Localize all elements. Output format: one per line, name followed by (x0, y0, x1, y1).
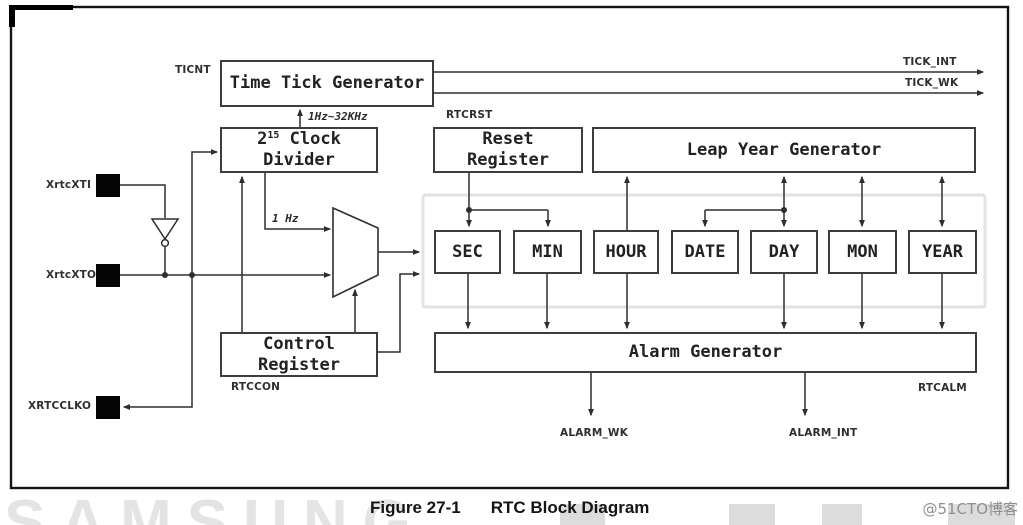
box-label: Divider (263, 150, 335, 170)
box-label: 215 Clock (257, 129, 341, 149)
brand-watermark: SAMSUNG (4, 488, 426, 525)
connector-wires (120, 68, 985, 417)
watermark-fragment (729, 504, 775, 525)
box-label: Alarm Generator (628, 342, 783, 362)
one-hz-label: 1 Hz (272, 212, 299, 225)
mux-shape (332, 206, 379, 299)
figure-number: Figure 27-1 (370, 498, 461, 517)
frame-corner-mark (9, 5, 15, 27)
box-label: Time Tick Generator (229, 73, 425, 93)
box-label: DATE (684, 241, 726, 262)
box-label: MIN (532, 241, 563, 262)
box-label: Register (258, 354, 340, 375)
box-label: YEAR (922, 241, 963, 262)
xrtcxti-label: XrtcXTI (46, 179, 92, 191)
inverter-icon (150, 218, 180, 248)
ticnt-label: TICNT (175, 64, 211, 76)
box-label: SEC (452, 241, 483, 262)
reset-register-box: Reset Register (433, 127, 583, 173)
leap-year-generator-box: Leap Year Generator (592, 127, 976, 173)
counter-box-date: DATE (671, 230, 739, 274)
figure-caption: Figure 27-1 RTC Block Diagram (370, 498, 649, 518)
alarm-wk-label: ALARM_WK (560, 427, 629, 439)
tick-wk-label: TICK_WK (905, 77, 959, 89)
freq-range-label: 1Hz~32KHz (308, 110, 368, 123)
watermark-fragment (948, 504, 1015, 525)
xrtcclko-pad (96, 396, 120, 419)
counter-box-day: DAY (750, 230, 818, 274)
watermark-fragment (560, 504, 605, 525)
box-label: Control (263, 333, 335, 354)
xrtcxto-label: XrtcXTO (46, 269, 97, 281)
watermark-fragment (822, 504, 862, 525)
time-tick-generator-box: Time Tick Generator (220, 60, 434, 107)
clock-divider-box: 215 Clock Divider (220, 127, 378, 173)
counter-box-sec: SEC (434, 230, 501, 274)
control-register-box: Control Register (220, 332, 378, 377)
alarm-generator-box: Alarm Generator (434, 332, 977, 373)
box-label: HOUR (605, 241, 647, 262)
box-label: DAY (768, 241, 800, 262)
frame-corner-mark (9, 5, 73, 10)
rtcalm-label: RTCALM (918, 382, 967, 394)
counter-box-min: MIN (513, 230, 582, 274)
rtccon-label: RTCCON (231, 381, 281, 393)
counter-group-outline (421, 193, 987, 309)
box-label: Reset (482, 129, 534, 149)
junction-dots (162, 207, 787, 278)
xrtcclko-label: XRTCCLKO (28, 400, 92, 412)
box-label: Register (467, 150, 549, 170)
rtcrst-label: RTCRST (446, 109, 493, 121)
counter-box-year: YEAR (908, 230, 977, 274)
diagram-frame (9, 5, 1010, 490)
xrtcxto-pad (96, 264, 120, 287)
figure-title: RTC Block Diagram (490, 498, 650, 517)
box-label: Leap Year Generator (686, 139, 882, 160)
counter-box-mon: MON (828, 230, 897, 274)
box-label: MON (847, 241, 878, 262)
alarm-int-label: ALARM_INT (789, 427, 858, 439)
xrtcxti-pad (96, 174, 120, 197)
counter-box-hour: HOUR (593, 230, 659, 274)
blog-credit-watermark: @51CTO博客 (922, 500, 1018, 518)
tick-int-label: TICK_INT (903, 56, 957, 68)
